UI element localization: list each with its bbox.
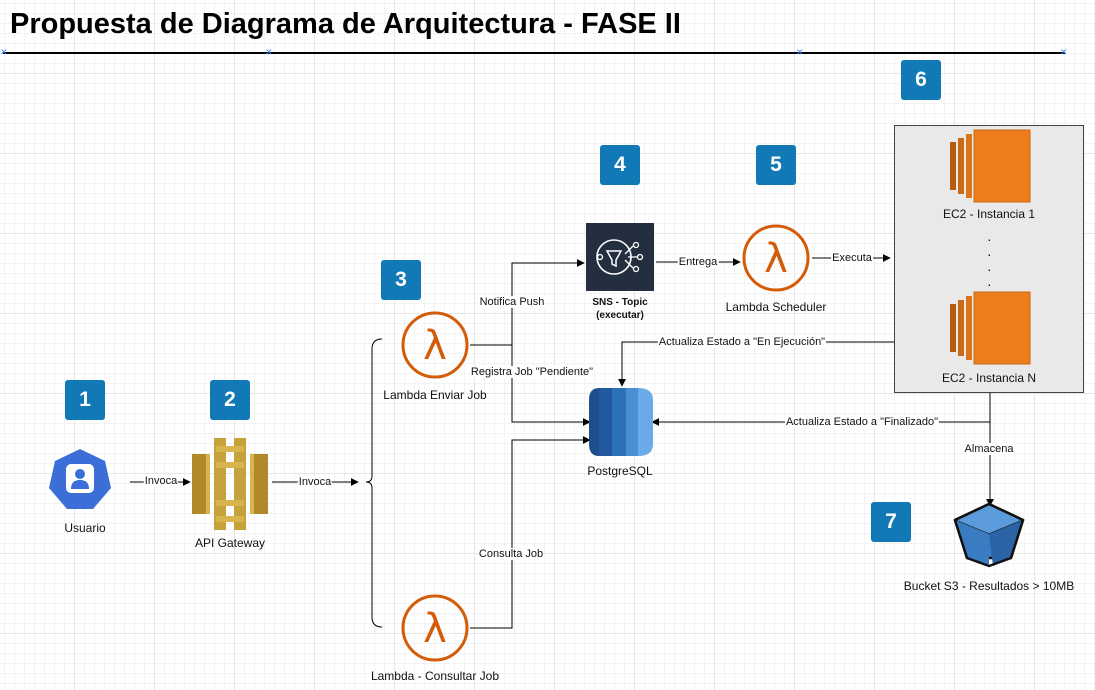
lambda-consultar-label: Lambda - Consultar Job bbox=[370, 669, 500, 683]
edge-enviar-postgres[interactable] bbox=[511, 345, 591, 426]
line-handle-icon[interactable]: ✕ bbox=[796, 48, 804, 58]
badge-7: 7 bbox=[871, 502, 911, 542]
lambda-brace bbox=[365, 338, 383, 628]
ec2-icon[interactable] bbox=[950, 291, 1031, 365]
ec2-1-label: EC2 - Instancia 1 bbox=[942, 207, 1036, 221]
diagram-title: Propuesta de Diagrama de Arquitectura - … bbox=[10, 8, 681, 40]
edge-label-consulta-job: Consulta Job bbox=[477, 548, 545, 560]
edge-label-actualiza-ejecucion: Actualiza Estado a "En Ejecución" bbox=[657, 336, 827, 348]
edge-label-invoca: Invoca bbox=[297, 476, 333, 488]
edge-label-invoca: Invoca bbox=[143, 475, 179, 487]
edge-label-notifica-push: Notifica Push bbox=[478, 296, 546, 308]
badge-2: 2 bbox=[210, 380, 250, 420]
line-handle-icon[interactable]: ✕ bbox=[1060, 48, 1068, 58]
lambda-icon[interactable]: λ bbox=[401, 594, 469, 662]
connectors bbox=[130, 254, 994, 629]
ec2-icon[interactable] bbox=[950, 129, 1031, 203]
api-gateway-label: API Gateway bbox=[194, 536, 266, 550]
usuario-label: Usuario bbox=[64, 521, 106, 535]
edge-label-entrega: Entrega bbox=[677, 256, 719, 268]
edge-label-executa: Executa bbox=[831, 252, 873, 264]
lambda-scheduler-label: Lambda Scheduler bbox=[725, 300, 827, 314]
badge-5: 5 bbox=[756, 145, 796, 185]
svg-text:λ: λ bbox=[764, 236, 788, 282]
ellipsis-dot: · bbox=[987, 261, 992, 277]
user-icon[interactable] bbox=[49, 449, 111, 509]
database-icon[interactable] bbox=[589, 388, 653, 456]
badge-6: 6 bbox=[901, 60, 941, 100]
sns-label: SNS - Topic (executar) bbox=[592, 296, 647, 322]
svg-text:λ: λ bbox=[423, 323, 447, 369]
sns-label-line1: SNS - Topic bbox=[592, 297, 648, 308]
ellipsis-dot: · bbox=[987, 231, 992, 247]
sns-label-line2: (executar) bbox=[596, 310, 644, 321]
postgres-label: PostgreSQL bbox=[587, 464, 653, 478]
api-gateway-icon[interactable] bbox=[192, 438, 268, 530]
title-underline bbox=[3, 52, 1065, 54]
svg-text:λ: λ bbox=[423, 606, 447, 652]
edge-ec2-postgres-ejecucion[interactable] bbox=[618, 341, 894, 387]
edge-consultar-postgres[interactable] bbox=[470, 436, 591, 629]
edge-label-registra-job: Registra Job "Pendiente" bbox=[469, 366, 595, 378]
s3-label: Bucket S3 - Resultados > 10MB bbox=[903, 579, 1075, 593]
lambda-icon[interactable]: λ bbox=[401, 311, 469, 379]
line-handle-icon[interactable]: ✕ bbox=[265, 48, 273, 58]
badge-4: 4 bbox=[600, 145, 640, 185]
lambda-enviar-label: Lambda Enviar Job bbox=[383, 388, 487, 402]
edge-label-almacena: Almacena bbox=[963, 443, 1015, 455]
sns-icon[interactable] bbox=[586, 223, 654, 291]
badge-3: 3 bbox=[381, 260, 421, 300]
badge-1: 1 bbox=[65, 380, 105, 420]
lambda-icon[interactable]: λ bbox=[742, 224, 810, 292]
line-handle-icon[interactable]: ✕ bbox=[0, 48, 8, 58]
s3-bucket-icon[interactable] bbox=[953, 502, 1025, 568]
ellipsis-dot: · bbox=[987, 246, 992, 262]
edge-label-actualiza-finalizado: Actualiza Estado a "Finalizado" bbox=[784, 416, 940, 428]
ellipsis-dot: · bbox=[987, 276, 992, 292]
ec2-n-label: EC2 - Instancia N bbox=[941, 371, 1037, 385]
